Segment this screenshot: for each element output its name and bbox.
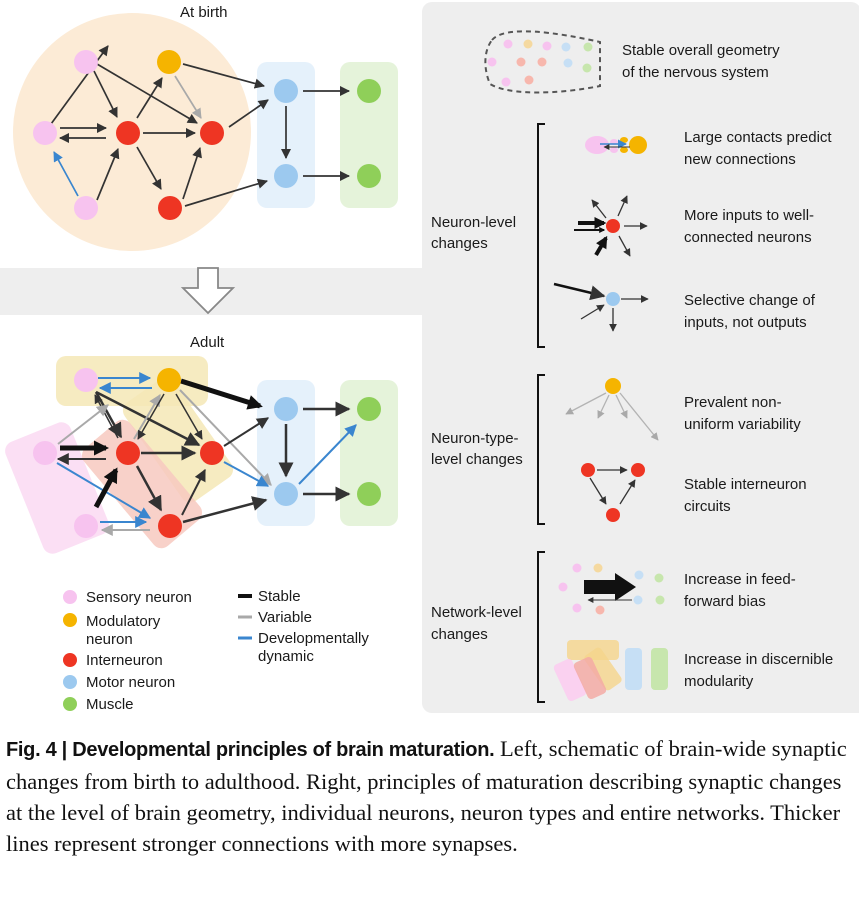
motor-node <box>274 164 298 188</box>
network-level-bracket <box>537 551 545 703</box>
modularity-label: Increase in discernible <box>684 651 833 668</box>
sensory-node <box>33 121 57 145</box>
more-inputs-label: More inputs to well- <box>684 207 814 224</box>
muscle-node <box>357 482 381 506</box>
adult-connections <box>56 372 357 536</box>
selective-change-label: Selective change of <box>684 292 816 309</box>
stable-interneuron-label: Stable interneuron <box>684 476 807 493</box>
non-uniform-variability-label-2: uniform variability <box>684 416 801 433</box>
large-contacts-label: Large contacts predict <box>684 129 832 146</box>
modulatory-node <box>157 368 181 392</box>
legend-dynamic-label: Developmentally <box>258 630 369 647</box>
selective-change-icon <box>553 282 649 332</box>
right-panel-background <box>0 2 859 713</box>
sensory-node <box>74 50 98 74</box>
network-level-label-2: changes <box>431 626 488 643</box>
nervous-system-outline-icon <box>484 30 601 94</box>
feedforward-bias-icon <box>558 563 665 615</box>
stable-interneuron-label-2: circuits <box>684 498 731 515</box>
interneuron-node <box>200 441 224 465</box>
sensory-node <box>74 514 98 538</box>
motor-node <box>274 79 298 103</box>
legend-motor-dot <box>63 675 77 689</box>
neuron-type-level-label-2: level changes <box>431 451 523 468</box>
legend-interneuron-label: Interneuron <box>86 652 163 669</box>
motor-node <box>274 482 298 506</box>
non-uniform-variability-icon <box>565 378 659 441</box>
figure-diagram: At birth Adult <box>0 0 859 715</box>
muscle-group-box-adult <box>340 380 398 526</box>
large-contacts-label-2: new connections <box>684 151 796 168</box>
at-birth-nodes <box>33 50 381 220</box>
interneuron-node <box>116 121 140 145</box>
muscle-node <box>357 79 381 103</box>
figure-caption: Fig. 4 | Developmental principles of bra… <box>6 733 856 859</box>
geometry-label: Stable overall geometry <box>622 42 780 59</box>
legend-sensory-dot <box>63 590 77 604</box>
non-uniform-variability-label: Prevalent non- <box>684 394 782 411</box>
geometry-label-2: of the nervous system <box>622 64 769 81</box>
sensory-node <box>74 368 98 392</box>
interneuron-node <box>158 196 182 220</box>
feedforward-bias-label-2: forward bias <box>684 593 766 610</box>
neuron-type-level-bracket <box>537 374 545 525</box>
interneuron-node <box>200 121 224 145</box>
adult-title: Adult <box>190 334 225 351</box>
muscle-group-box <box>340 62 398 208</box>
legend-motor-label: Motor neuron <box>86 674 175 691</box>
selective-change-label-2: inputs, not outputs <box>684 314 807 331</box>
geometry-row: Stable overall geometry of the nervous s… <box>484 30 780 94</box>
modulatory-node <box>157 50 181 74</box>
legend-stable-label: Stable <box>258 588 301 605</box>
more-inputs-label-2: connected neurons <box>684 229 812 246</box>
birth-to-adult-arrow <box>180 267 236 315</box>
sensory-node <box>33 441 57 465</box>
sensory-node <box>74 196 98 220</box>
muscle-node <box>357 397 381 421</box>
legend-sensory-label: Sensory neuron <box>86 589 192 606</box>
legend-modulatory-dot <box>63 613 77 627</box>
network-level-label: Network-level <box>431 604 522 621</box>
legend: Sensory neuron Modulatory neuron Interne… <box>63 588 369 713</box>
neuron-level-label-2: changes <box>431 235 488 252</box>
large-contacts-icon <box>585 136 647 154</box>
feedforward-bias-label: Increase in feed- <box>684 571 796 588</box>
at-birth-title: At birth <box>180 4 228 21</box>
legend-modulatory-label: Modulatory <box>86 613 161 630</box>
legend-muscle-dot <box>63 697 77 711</box>
more-inputs-icon <box>574 195 648 257</box>
neuron-level-bracket <box>537 123 545 348</box>
interneuron-node <box>158 514 182 538</box>
motor-node <box>274 397 298 421</box>
caption-label: Fig. 4 | Developmental principles of bra… <box>6 739 495 761</box>
at-birth-connections <box>50 45 351 207</box>
legend-modulatory-label-2: neuron <box>86 631 133 648</box>
muscle-node <box>357 164 381 188</box>
interneuron-node <box>116 441 140 465</box>
legend-dynamic-label-2: dynamic <box>258 648 314 665</box>
caption-text: Left, schematic of brain-wide synaptic c… <box>6 736 847 856</box>
neuron-level-label: Neuron-level <box>431 214 516 231</box>
legend-interneuron-dot <box>63 653 77 667</box>
legend-variable-label: Variable <box>258 609 312 626</box>
modularity-label-2: modularity <box>684 673 754 690</box>
legend-muscle-label: Muscle <box>86 696 134 713</box>
modularity-icon <box>553 640 668 702</box>
interneuron-circuit-icon <box>581 463 645 522</box>
adult-nodes <box>33 368 381 538</box>
neuron-type-level-label: Neuron-type- <box>431 430 519 447</box>
